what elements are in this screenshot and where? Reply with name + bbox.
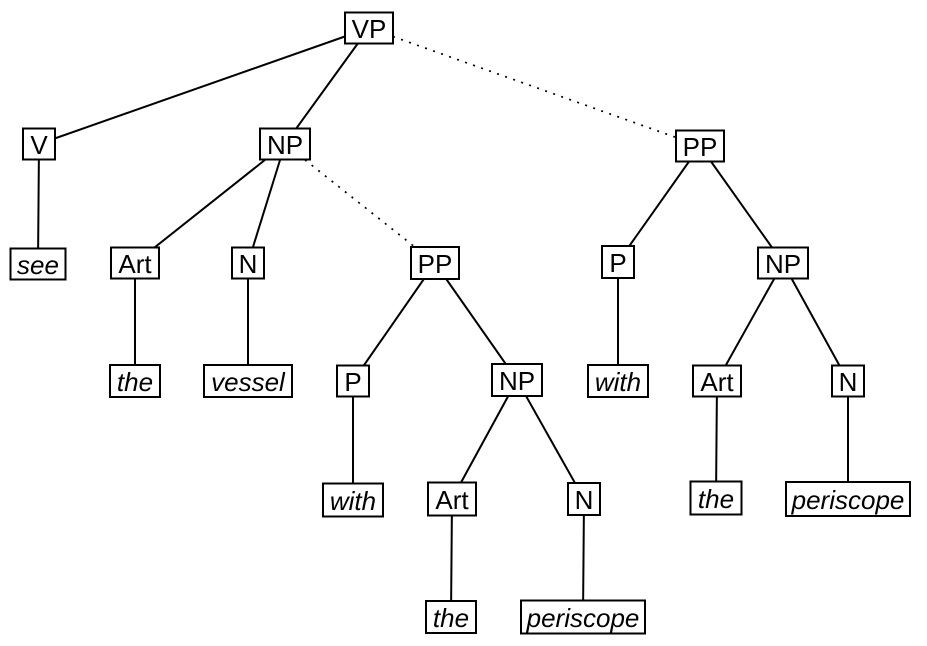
node-label: V — [30, 130, 48, 160]
node-label: VP — [352, 14, 387, 44]
edge-np1-art1 — [134, 143, 286, 264]
edge-np3-n2 — [782, 262, 849, 382]
node-label: Art — [435, 485, 469, 515]
node-label: P — [609, 248, 626, 278]
tree-node-np2: NP — [491, 363, 543, 397]
tree-node-pp1: PP — [410, 246, 460, 280]
edge-pp1-np2 — [434, 262, 518, 381]
tree-node-np1: NP — [259, 127, 311, 161]
node-box — [203, 364, 293, 398]
edge-vp-v — [38, 27, 370, 145]
tree-node-art3: Art — [427, 481, 477, 517]
node-box — [110, 246, 160, 280]
node-label: NP — [267, 130, 303, 160]
edge-v-see — [37, 143, 40, 265]
node-label: PP — [683, 132, 718, 162]
tree-node-p1: P — [336, 364, 370, 398]
edge-vp-pp2-dotted — [368, 27, 701, 147]
node-label: with — [595, 367, 641, 397]
node-box — [567, 482, 601, 516]
edge-vp-np1 — [284, 27, 370, 145]
tree-node-art2: Art — [692, 364, 742, 398]
node-box — [425, 600, 477, 634]
node-box — [785, 481, 911, 517]
node-box — [344, 11, 394, 45]
node-label: periscope — [791, 485, 905, 515]
tree-node-n1: N — [231, 246, 265, 280]
node-label: N — [839, 367, 858, 397]
node-label: NP — [765, 249, 801, 279]
tree-node-p2: P — [601, 245, 635, 279]
node-box — [259, 127, 311, 161]
edge-art2-the2 — [715, 380, 718, 499]
node-box — [831, 364, 865, 398]
edge-art3-the3 — [450, 498, 453, 618]
edge-np2-art3 — [451, 379, 518, 500]
tree-node-the1: the — [109, 364, 161, 398]
tree-node-n3: N — [567, 482, 601, 516]
node-label: Art — [700, 367, 734, 397]
edge-np1-pp1-dotted — [284, 143, 436, 264]
edge-pp1-p1 — [352, 262, 436, 382]
node-box — [22, 127, 56, 161]
edge-np2-n3 — [516, 379, 585, 500]
node-label: N — [575, 485, 594, 515]
tree-node-periscope2: periscope — [785, 481, 911, 517]
edge-np3-art2 — [716, 262, 784, 382]
tree-node-art1: Art — [110, 246, 160, 280]
node-label: Art — [118, 249, 152, 279]
node-label: the — [433, 603, 469, 633]
edge-pp2-p2 — [617, 145, 701, 263]
node-label: with — [330, 486, 376, 516]
tree-node-see: see — [9, 247, 67, 281]
tree-node-vessel: vessel — [203, 364, 293, 398]
tree-node-the3: the — [425, 600, 477, 634]
node-label: vessel — [211, 367, 286, 397]
tree-node-pp2: PP — [675, 129, 725, 163]
node-box — [675, 129, 725, 163]
edge-np1-n1 — [247, 143, 286, 264]
node-box — [410, 246, 460, 280]
edge-n3-periscope1 — [582, 498, 585, 618]
node-box — [587, 364, 649, 398]
node-label: the — [698, 484, 734, 514]
node-box — [601, 245, 635, 279]
tree-node-np3: NP — [757, 246, 809, 280]
node-box — [109, 364, 161, 398]
node-label: periscope — [526, 603, 640, 633]
node-box — [231, 246, 265, 280]
node-box — [9, 247, 67, 281]
tree-node-vp: VP — [344, 11, 394, 45]
node-label: the — [117, 367, 153, 397]
node-box — [757, 246, 809, 280]
node-box — [427, 481, 477, 517]
node-box — [491, 363, 543, 397]
tree-node-the2: the — [689, 480, 743, 516]
node-box — [336, 364, 370, 398]
tree-node-n2: N — [831, 364, 865, 398]
tree-node-with1: with — [322, 482, 384, 518]
edge-pp2-np3 — [699, 145, 784, 264]
node-box — [520, 599, 646, 635]
node-label: NP — [499, 366, 535, 396]
node-label: PP — [418, 249, 453, 279]
tree-node-with2: with — [587, 364, 649, 398]
node-box — [689, 480, 743, 516]
node-label: N — [239, 249, 258, 279]
tree-node-v: V — [22, 127, 56, 161]
node-label: see — [17, 250, 59, 280]
node-box — [692, 364, 742, 398]
node-label: P — [344, 367, 361, 397]
tree-node-periscope1: periscope — [520, 599, 646, 635]
node-box — [322, 482, 384, 518]
